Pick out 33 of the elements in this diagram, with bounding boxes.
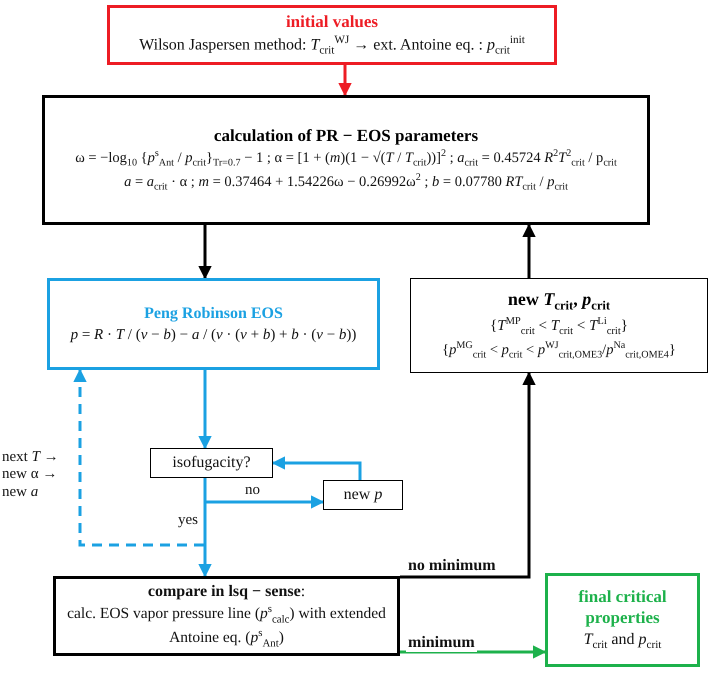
arrow bbox=[400, 645, 546, 659]
arrow bbox=[338, 65, 352, 96]
box-heading: compare in lsq − sense: bbox=[148, 582, 306, 602]
process-box bbox=[42, 95, 650, 225]
edge-label: minimum bbox=[406, 634, 477, 652]
edge-label: next T → new α → new a bbox=[2, 449, 60, 501]
process-box bbox=[107, 5, 557, 65]
arrow bbox=[272, 456, 362, 480]
arrow bbox=[73, 368, 206, 546]
formula-text: T$_{crit}$ and p$_{crit}$ bbox=[584, 630, 662, 653]
process-box bbox=[323, 480, 403, 510]
formula-text: {T$^{MP}$$_{crit}$ < T$_{crit}$ < T$^{Li}$$_{crit}$} bbox=[490, 316, 628, 338]
box-heading: final critical properties bbox=[577, 587, 668, 628]
formula-text: a = a$_{crit}$ · α ; m = 0.37464 + 1.54226ω − 0.26992ω$^{2}$ ; b = 0.07780 RT$_{crit}$ / p$_{crit}$ bbox=[124, 172, 568, 194]
process-box bbox=[47, 278, 380, 370]
arrow bbox=[198, 370, 212, 450]
arrow bbox=[400, 372, 536, 578]
box-heading: new T$_{crit}$, p$_{crit}$ bbox=[508, 288, 610, 314]
box-heading: initial values bbox=[286, 12, 378, 32]
process-box bbox=[545, 573, 700, 667]
box-heading: calculation of PR − EOS parameters bbox=[214, 126, 478, 146]
process-box bbox=[150, 448, 273, 478]
process-box bbox=[53, 576, 400, 656]
box-text: new p bbox=[344, 485, 382, 505]
formula-text: ω = −log$_{10}$ {p$^{s}$$_{Ant}$ / p$_{crit}$}$_{Tr=0.7}$ − 1 ; α = [1 + (m)(1 − √(T / T$_{crit}$))]$^{2}$ ; a$_{crit}$ = 0.45724 R$^{2}$T$^{2}$$_{crit}$ / p$_{crit}$ bbox=[75, 148, 617, 170]
formula-text: p = R · T / (v − b) − a / (v · (v + b) + b · (v − b)) bbox=[70, 326, 356, 344]
box-heading: Peng Robinson EOS bbox=[144, 304, 283, 324]
process-box bbox=[410, 278, 708, 373]
box-text: isofugacity? bbox=[172, 453, 251, 473]
arrow bbox=[198, 225, 212, 280]
formula-text: calc. EOS vapor pressure line (p$^{s}$$_{calc}$) with extended Antoine eq. (p$^{s}$$_{Ant}$) bbox=[66, 603, 387, 650]
arrow bbox=[522, 224, 536, 278]
formula-text: {p$^{MG}$$_{crit}$ < p$_{crit}$ < p$^{WJ}$$_{crit,OME3}$/p$^{Na}$$_{crit,OME4}$} bbox=[442, 340, 676, 362]
